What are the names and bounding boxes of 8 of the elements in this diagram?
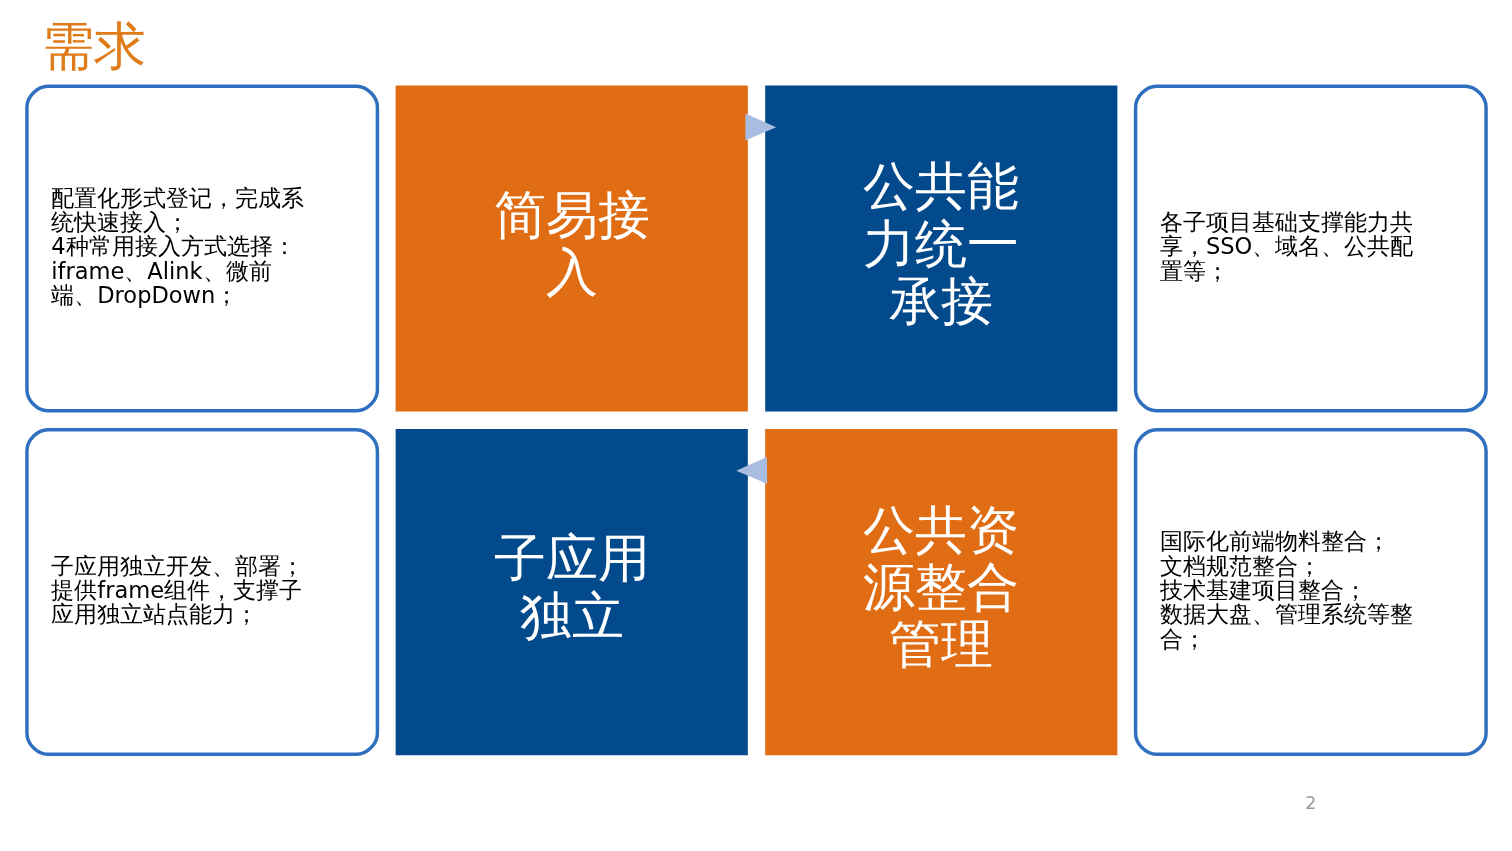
- label: 2: [1304, 792, 1316, 813]
- node-box: 公共能力统一承接: [764, 85, 1117, 412]
- node-box: 配置化形式登记，完成系统快速接入； 4种常用接入方式选择：iframe、Alink、微前端、DropDown；: [24, 84, 379, 413]
- diagram-title: 需求: [41, 15, 146, 76]
- node-box: 子应用独立: [395, 428, 748, 756]
- node-box: 国际化前端物料整合； 文档规范整合； 技术基建项目整合； 数据大盘、管理系统等整合；: [1133, 428, 1488, 756]
- node-box: 各子项目基础支撑能力共享，SSO、域名、公共配置等；: [1133, 84, 1488, 413]
- node-box: 子应用独立开发、部署； 提供frame组件，支撑子应用独立站点能力；: [24, 428, 379, 756]
